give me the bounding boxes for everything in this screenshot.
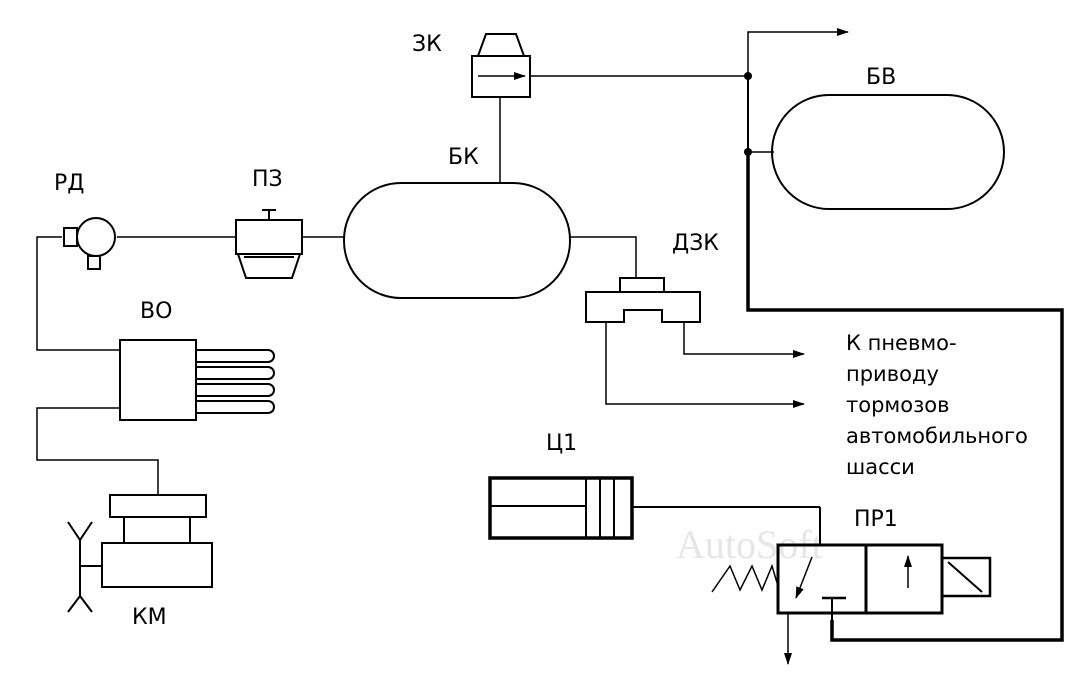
note-line-1: К пневмо- [846, 331, 957, 355]
cylinder-c1 [488, 476, 821, 545]
label-rd: РД [54, 171, 84, 196]
pipe-lines-right [530, 28, 1064, 642]
double-check-valve-dzk [570, 236, 805, 408]
air-cooler-vo [119, 339, 275, 421]
receiver-bk [343, 97, 571, 299]
brake-drive-note: К пневмо- приводу тормозов автомобильног… [846, 331, 1028, 479]
label-zk: ЗК [412, 32, 442, 57]
label-bk: БК [448, 145, 479, 170]
label-pr1: ПР1 [854, 507, 898, 532]
protection-valve-pz [235, 209, 303, 279]
label-bv: БВ [866, 65, 896, 90]
receiver-bv [771, 94, 1005, 210]
note-line-2: приводу [846, 362, 939, 386]
label-c1: Ц1 [546, 431, 577, 456]
compressor-km [67, 494, 213, 613]
label-dzk: ДЗК [672, 231, 719, 256]
pipe-lines-left [36, 236, 344, 495]
label-pz: ПЗ [252, 167, 283, 192]
note-line-3: тормозов [846, 393, 950, 417]
pressure-regulator-rd [63, 217, 116, 270]
shutoff-valve-zk [471, 33, 531, 98]
note-line-5: шасси [846, 455, 915, 479]
solenoid-valve-pr1 [711, 543, 992, 665]
label-vo: ВО [140, 299, 172, 324]
label-km: КМ [132, 605, 167, 630]
note-line-4: автомобильного [846, 424, 1028, 448]
